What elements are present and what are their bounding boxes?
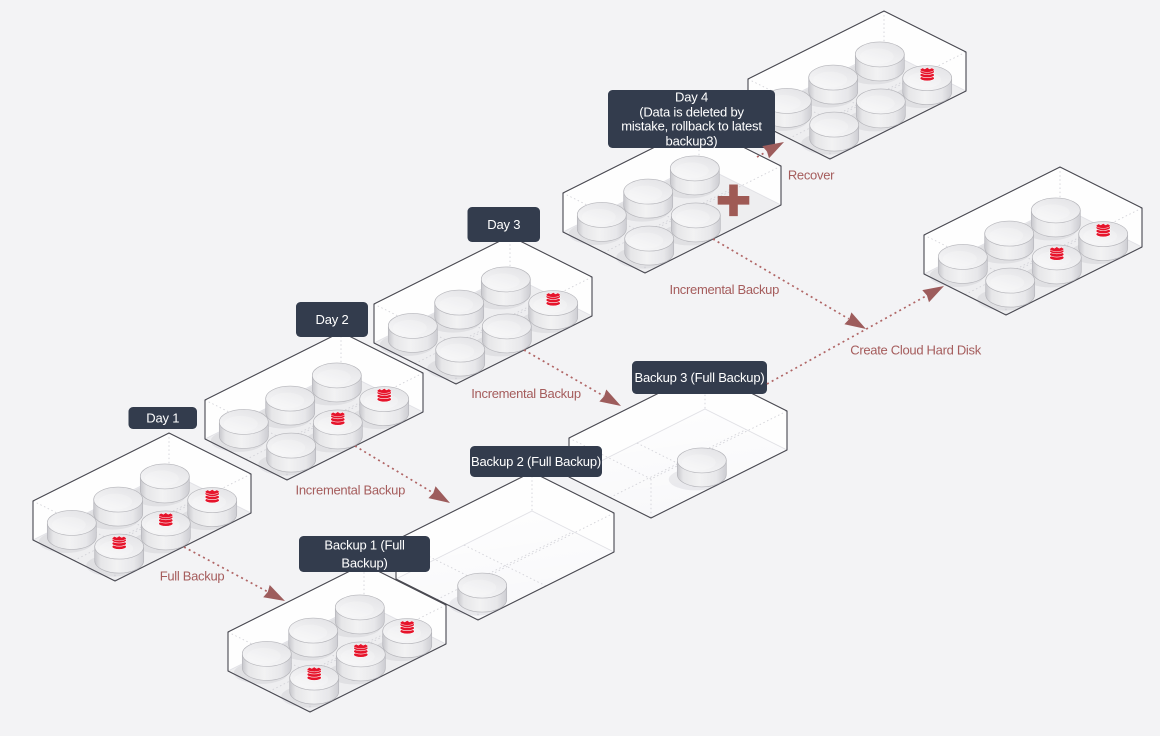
svg-text:Day 3: Day 3 [487,217,520,232]
svg-text:Full Backup: Full Backup [160,569,225,584]
svg-text:Backup 3 (Full Backup): Backup 3 (Full Backup) [635,370,765,385]
svg-text:Incremental Backup: Incremental Backup [296,483,406,498]
svg-text:Backup 2 (Full Backup): Backup 2 (Full Backup) [471,454,601,469]
svg-text:Day 1: Day 1 [146,411,179,426]
svg-text:Day 4: Day 4 [675,90,708,105]
svg-text:Incremental Backup: Incremental Backup [471,386,581,401]
svg-text:(Data is deleted by: (Data is deleted by [639,104,744,119]
svg-text:Incremental Backup: Incremental Backup [670,282,780,297]
svg-text:Backup 1 (Full: Backup 1 (Full [324,538,405,553]
svg-text:backup3): backup3) [666,133,718,148]
svg-text:Day 2: Day 2 [316,312,349,327]
svg-text:Recover: Recover [788,168,835,183]
svg-text:mistake, rollback to latest: mistake, rollback to latest [621,119,762,134]
svg-text:Backup): Backup) [341,556,387,571]
svg-text:Create Cloud Hard Disk: Create Cloud Hard Disk [850,343,981,358]
